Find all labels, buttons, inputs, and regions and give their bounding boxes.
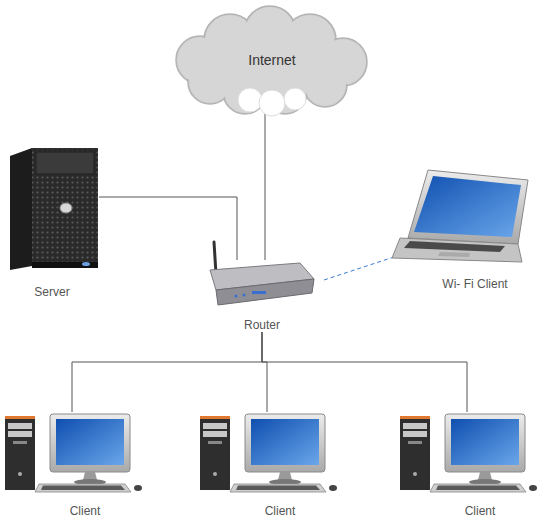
server-tower <box>32 148 98 268</box>
internet-cloud <box>176 6 367 116</box>
server-tower <box>10 148 32 270</box>
server-node: Server <box>5 144 99 299</box>
router-device <box>216 279 314 305</box>
device-label: Client <box>200 504 360 518</box>
server-tower <box>60 203 72 213</box>
device-label: Router <box>200 318 324 332</box>
router-device <box>235 295 238 298</box>
device-label: Server <box>5 285 99 299</box>
laptop-node: Wi- Fi Client <box>400 168 550 291</box>
server-tower <box>82 262 90 266</box>
desktop-computer <box>200 414 337 492</box>
laptop-computer <box>392 238 522 262</box>
client-node: Client <box>5 412 165 518</box>
laptop-computer <box>414 176 521 237</box>
desktop-computer <box>5 414 142 492</box>
laptop-computer <box>438 252 470 257</box>
router-device <box>243 294 246 297</box>
internet-cloud <box>284 88 306 110</box>
server-tower <box>10 148 98 270</box>
desktop-computer <box>5 414 537 492</box>
network-cable <box>72 332 262 412</box>
network-cable <box>262 332 467 412</box>
client-node: Client <box>200 412 360 518</box>
internet-cloud <box>238 88 306 116</box>
router-node: Router <box>200 260 324 332</box>
device-label: Client <box>5 504 165 518</box>
laptop-computer <box>404 241 505 252</box>
network-cable <box>262 332 267 412</box>
wireless-link <box>324 255 400 280</box>
device-label: Client <box>400 504 550 518</box>
network-cable <box>99 197 237 260</box>
server-tower <box>36 152 94 174</box>
network-cable <box>265 114 266 260</box>
client-node: Client <box>400 412 550 518</box>
cloud-label: Internet <box>176 52 368 68</box>
server-tower <box>32 262 98 268</box>
desktop-computer <box>400 414 537 492</box>
router-device <box>210 242 314 305</box>
laptop-computer <box>408 170 528 244</box>
internet-cloud <box>238 88 262 112</box>
device-label: Wi- Fi Client <box>400 277 550 291</box>
internet-cloud <box>259 90 285 116</box>
laptop-computer <box>392 170 528 262</box>
router-device <box>252 291 266 294</box>
cloud-node: Internet <box>176 6 368 114</box>
